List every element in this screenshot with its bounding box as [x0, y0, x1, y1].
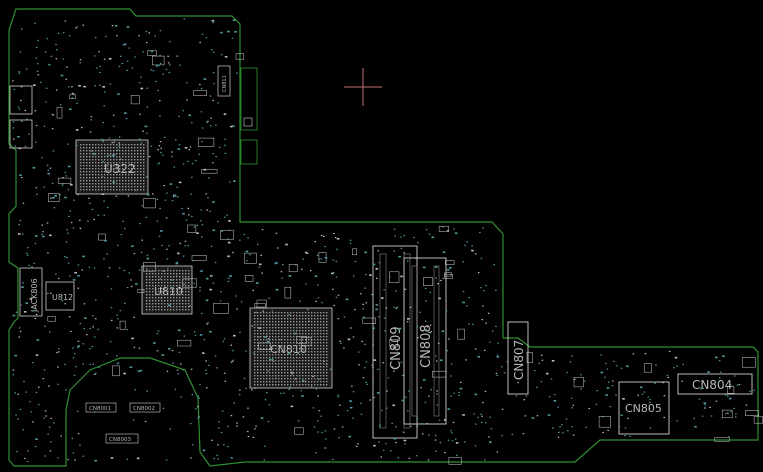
connector-cn8002[interactable]: CN8002 [129, 402, 161, 413]
label-cn807: CN807 [512, 340, 526, 380]
misc-components [47, 50, 763, 465]
label-jack806: JACK806 [30, 278, 39, 313]
pads-layer [12, 18, 755, 463]
label-cn8002: CN8002 [133, 406, 155, 412]
label-cn804: CN804 [692, 378, 732, 392]
label-cn8001: CN8001 [89, 406, 111, 412]
connector-cn804[interactable]: CN804 [677, 373, 753, 395]
label-cn805: CN805 [625, 402, 662, 415]
label-cn808: CN808 [419, 324, 434, 368]
connector-cn811[interactable]: CN811 [217, 65, 231, 97]
chip-u812[interactable]: U812 [45, 281, 75, 311]
label-u812: U812 [52, 293, 73, 302]
connector-cn808[interactable]: CN808 [403, 257, 447, 425]
connector-cn8003[interactable]: CN8003 [105, 433, 139, 444]
jack-806[interactable]: JACK806 [19, 267, 43, 317]
side-connector-strip [240, 67, 258, 165]
connector-cn807[interactable]: CN807 [507, 321, 529, 395]
connector-cn805[interactable]: CN805 [618, 381, 670, 435]
connector-cn8001[interactable]: CN8001 [85, 402, 117, 413]
chip-u322[interactable]: U322 [75, 139, 149, 195]
board-outline [8, 8, 759, 467]
label-cn8003: CN8003 [109, 437, 131, 443]
label-cn811: CN811 [222, 75, 228, 92]
crosshair-cursor [344, 68, 382, 106]
label-cn809: CN809 [389, 326, 404, 370]
